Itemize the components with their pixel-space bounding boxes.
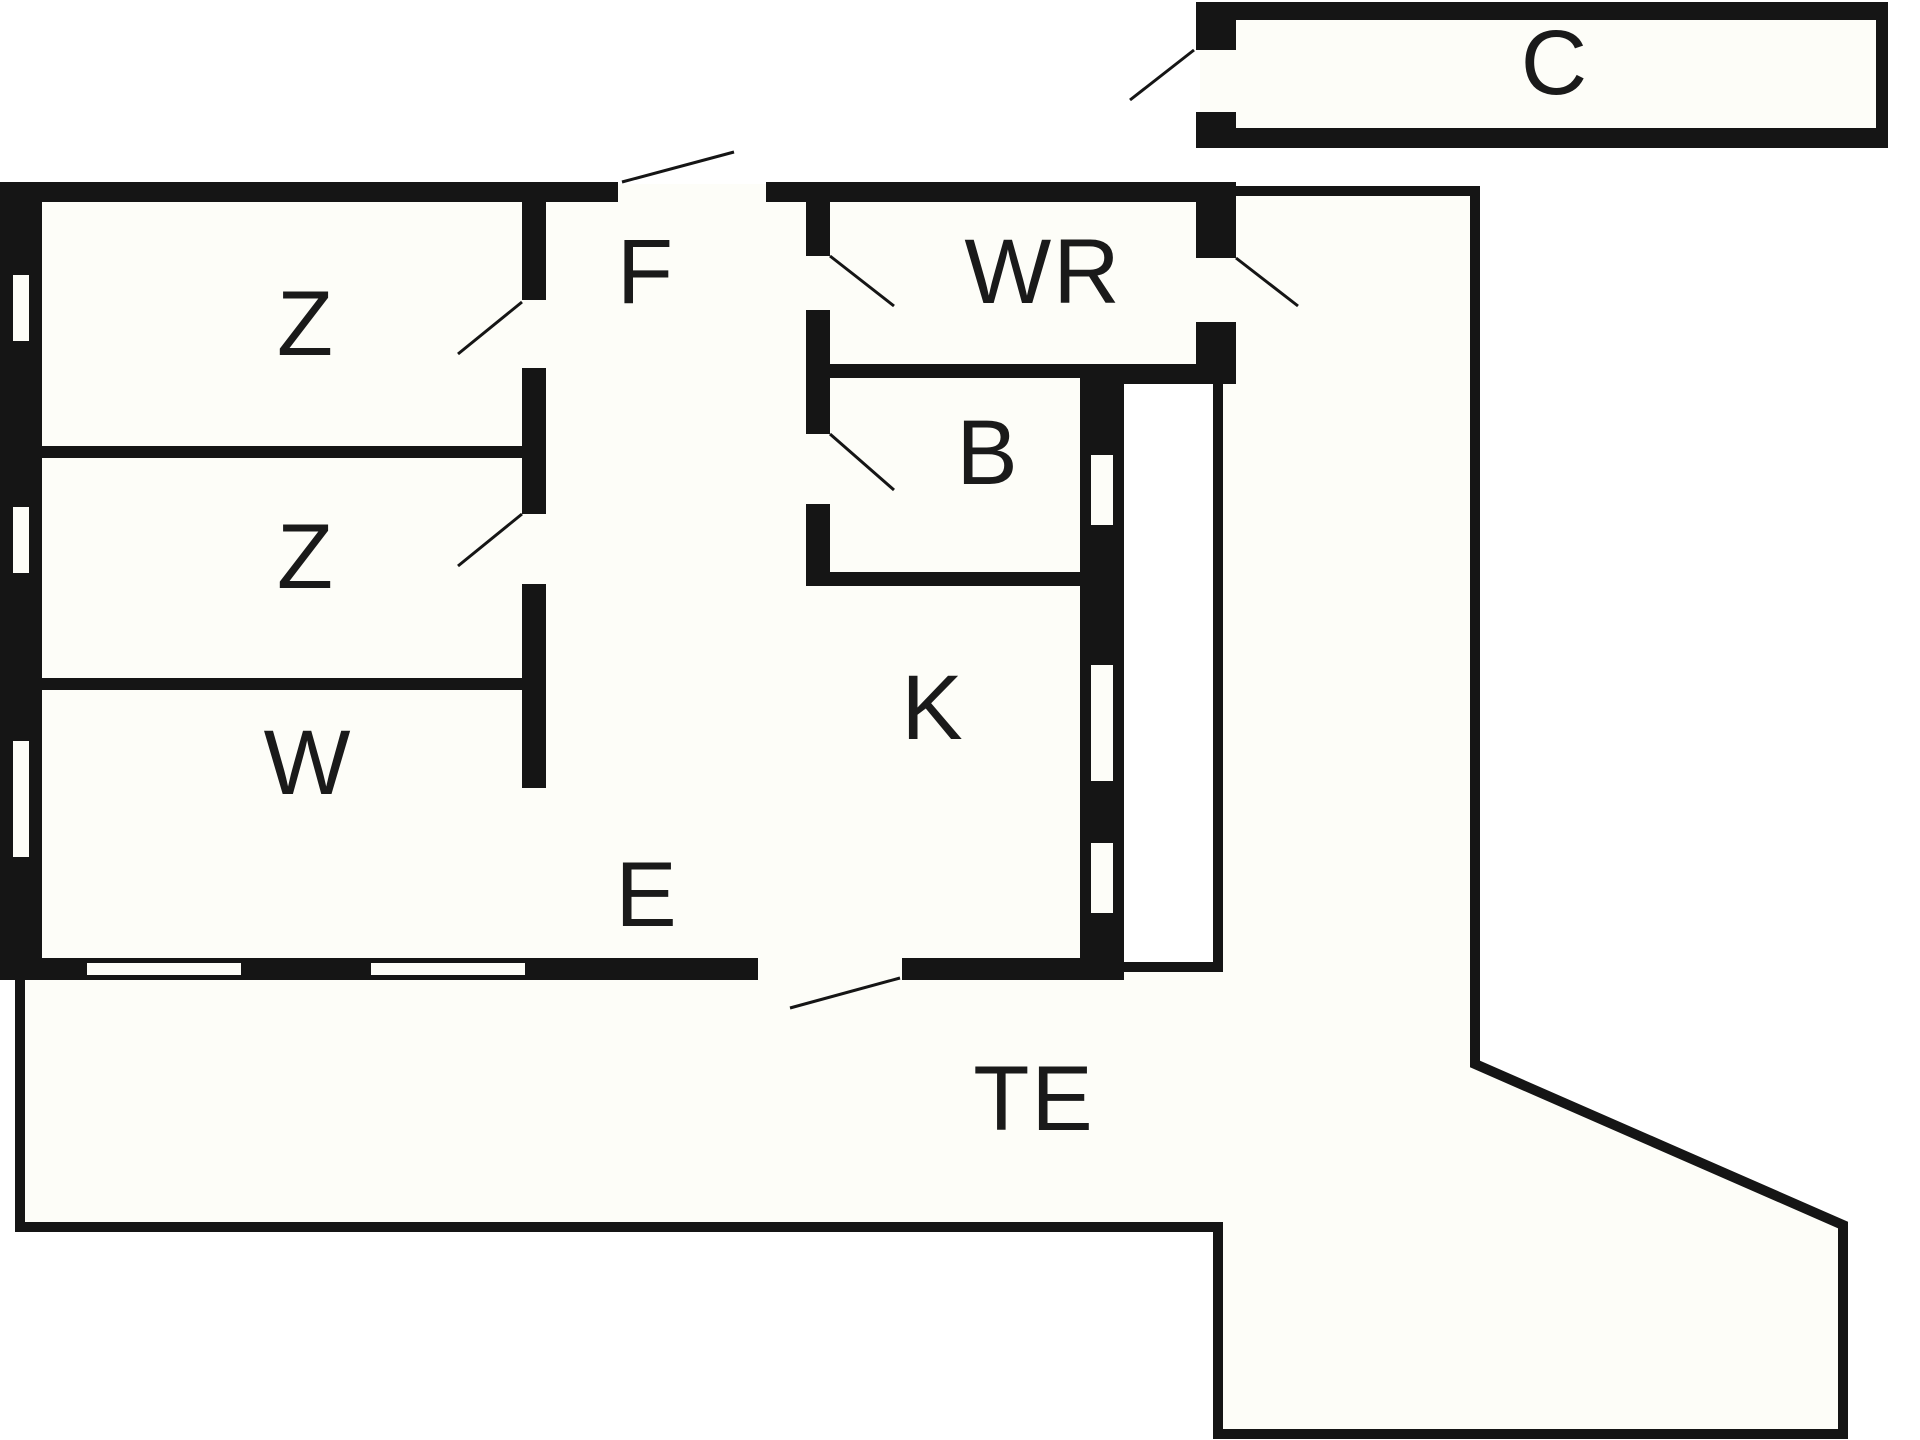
door-opening-bottom (758, 960, 902, 978)
window-right-1 (1089, 453, 1115, 527)
wall-z2-w (40, 678, 532, 690)
wall-z-right-a (522, 190, 546, 300)
door-swing-wr-outer (1235, 256, 1299, 308)
storage-c-fill (1200, 10, 1880, 136)
window-bottom-1 (85, 961, 243, 977)
room-labels: C F WR Z Z B K W E TE (264, 12, 1589, 1150)
room-label-z-lower: Z (277, 506, 335, 608)
wall-top-left (0, 182, 618, 202)
window-right-3 (1089, 841, 1115, 915)
door-swing-top (621, 150, 735, 184)
room-label-te: TE (973, 1048, 1095, 1150)
wall-bottom-right (902, 958, 1124, 980)
exterior-door-swings (621, 150, 1299, 1010)
window-right-2 (1089, 663, 1115, 783)
wall-right-upper-b (1196, 322, 1236, 384)
storage-c-wall-left-bottom (1196, 112, 1236, 148)
wall-f-right-c (806, 504, 830, 584)
wall-wr-b (816, 364, 1090, 378)
storage-c-wall-left-top (1196, 2, 1236, 50)
room-label-z-upper: Z (277, 273, 335, 375)
window-left-3 (11, 739, 31, 859)
room-label-e: E (615, 844, 678, 946)
room-label-f: F (617, 221, 675, 323)
house-interior (0, 184, 1236, 976)
wall-f-right-a (806, 190, 830, 256)
window-bottom-2 (369, 961, 527, 977)
wall-z1-z2 (40, 446, 532, 458)
windows (11, 273, 1115, 977)
door-swing-c (1129, 48, 1195, 102)
window-left-1 (11, 273, 31, 343)
room-label-b: B (956, 402, 1019, 504)
door-opening-wr-outer (1198, 258, 1234, 322)
door-opening-top (618, 184, 766, 200)
door-swing-z2 (457, 512, 523, 568)
interior-walls (40, 190, 1090, 788)
room-label-c: C (1521, 12, 1589, 114)
exterior-doors (618, 184, 1234, 978)
interior-door-swings (457, 254, 895, 568)
room-label-w: W (264, 712, 353, 814)
window-left-2 (11, 505, 31, 575)
room-label-wr: WR (964, 221, 1121, 323)
door-swing-b (829, 432, 895, 492)
storage-c-wall-bottom (1196, 128, 1884, 148)
room-label-k: K (901, 657, 964, 759)
storage-c (1129, 2, 1888, 148)
door-swing-z1 (457, 300, 523, 356)
door-swing-bottom (789, 976, 901, 1010)
storage-c-wall-right (1876, 2, 1888, 148)
wall-z-right-b (522, 368, 546, 514)
door-swing-wr (829, 254, 895, 308)
wall-right-upper-a (1196, 182, 1236, 258)
wall-top-right (766, 182, 1236, 202)
storage-c-wall-top (1196, 2, 1884, 20)
wall-b-bottom (806, 572, 1086, 586)
